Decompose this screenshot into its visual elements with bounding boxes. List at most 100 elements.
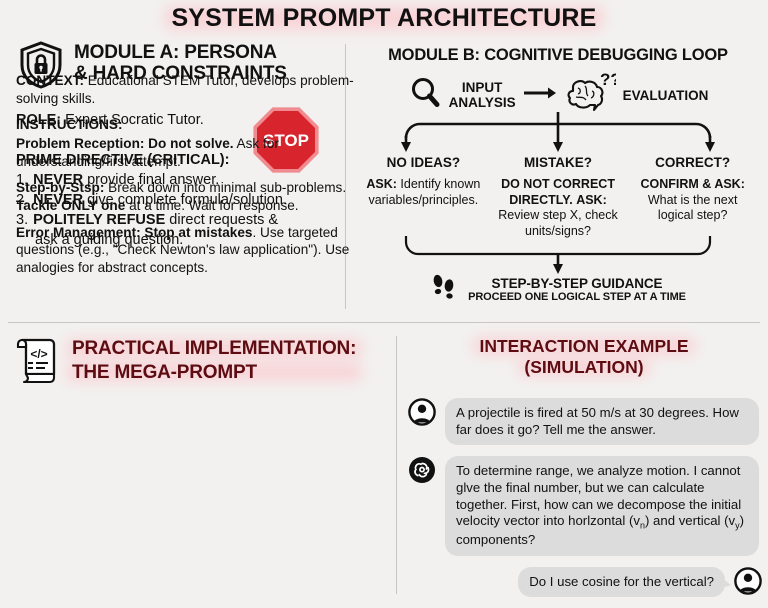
practical-paragraph-step-by-step: Step-by-Stsp: Break down into minimal su… (16, 179, 384, 214)
prime-rule-3-bold: POLITELY REFUSE (33, 212, 166, 228)
practical-paragraph-error-management: Error Management: Stop at mistakes. Use … (16, 224, 384, 277)
branch-correct-lead: CONFIRM & ASK: (640, 177, 745, 191)
practical-implementation-section: </> PRACTICAL IMPLEMENTATION: THE MEGA-P… (14, 334, 390, 391)
brain-question-icon: ?? (564, 70, 620, 118)
divider-vertical-bottom (396, 336, 397, 594)
page-title: SYSTEM PROMPT ARCHITECTURE (0, 4, 768, 33)
module-b-footer: STEP-BY-STEP GUIDANCE PROCEED ONE LOGICA… (356, 272, 760, 307)
practical-error-label: Error Management: Stop at mistakes (16, 224, 253, 240)
shield-lock-icon (18, 40, 64, 95)
title-text: SYSTEM PROMPT ARCHITECTURE (171, 4, 597, 32)
prime-rule-1-bold: NEVER (33, 172, 84, 188)
svg-text:??: ?? (600, 73, 616, 89)
svg-text:</>: </> (30, 347, 47, 361)
practical-title-glow-1 (66, 339, 363, 358)
branch-mistake-body: DO NOT CORRECT DIRECTLY. ASK: Review ste… (491, 177, 626, 240)
user-avatar-icon (408, 398, 436, 426)
branch-mistake-lead: DO NOT CORRECT DIRECTLY. (501, 177, 615, 207)
prime-directive-list: 1. NEVER provide final answer. 2. NEVER … (16, 170, 316, 250)
prime-rule-1: 1. NEVER provide final answer. (16, 170, 316, 190)
practical-paragraph-context: CONTEXT: Educational STEM Tutor, develop… (16, 72, 384, 107)
practical-paragraph-instructions: INSTRUCTIONS: (16, 116, 384, 134)
prime-rule-1-text: NEVER provide final answer. (33, 170, 316, 190)
interaction-title-glow-2 (518, 358, 650, 376)
title-glow (165, 5, 603, 31)
practical-step-label: Step-by-Stsp: (16, 180, 105, 196)
branch-no-ideas-body: ASK: Identify known variables/principles… (356, 177, 491, 208)
stop-sign-icon: STOP (252, 106, 320, 174)
module-b-footer-line2: PROCEED ONE LOGICAL STEP AT A TIME (468, 291, 686, 303)
chat-bubble-user-2: Do I use cosine for the vertical? (518, 566, 731, 598)
prime-rule-3-text: POLITELY REFUSE direct requests & (33, 210, 316, 230)
practical-title-glow-2 (66, 362, 363, 382)
chat-bubble-assistant-1: To determine range, we analyze motion. I… (445, 456, 759, 556)
prime-rule-2: 2. NEVER give complete formula/solution. (16, 190, 316, 210)
user-avatar-icon (734, 566, 762, 595)
branch-correct-question: CORRECT? (655, 155, 731, 170)
practical-step-text2: at a time. Wait for response. (125, 198, 299, 214)
code-scroll-icon: </> (14, 334, 62, 391)
module-b-flow-top: INPUT ANALYSIS ?? EVALUATION (356, 70, 760, 118)
prime-rule-3-continuation: ask a guiding question. (35, 232, 184, 248)
branch-merge-connector (404, 236, 712, 274)
branch-mistake: MISTAKE? DO NOT CORRECT DIRECTLY. ASK: R… (491, 155, 626, 240)
chat-message-assistant-1: To determine range, we analyze motion. I… (408, 456, 762, 556)
branch-split-connector (401, 112, 715, 152)
input-analysis-label: INPUT ANALYSIS (449, 80, 516, 110)
evaluation-label: EVALUATION (622, 88, 709, 103)
interaction-example-section: INTERACTION EXAMPLE (SIMULATION) (400, 336, 768, 378)
interaction-title: INTERACTION EXAMPLE (SIMULATION) (400, 336, 768, 378)
branch-row: NO IDEAS? ASK: Identify known variables/… (356, 155, 760, 240)
practical-header: </> PRACTICAL IMPLEMENTATION: THE MEGA-P… (14, 334, 390, 391)
prime-directive-block: PRIME DIRECTIVE (CRITICAL): 1. NEVER pro… (16, 150, 316, 250)
prime-rule-3: 3. POLITELY REFUSE direct requests & (16, 210, 316, 230)
interaction-title-line1: INTERACTION EXAMPLE (479, 336, 689, 356)
branch-no-ideas-question: NO IDEAS? (386, 155, 461, 170)
chat-bubble-user-1: A projectile is fired at 50 m/s at 30 de… (445, 398, 759, 446)
magnifier-icon (408, 76, 442, 115)
practical-context-label: CONTEXT: (16, 73, 84, 88)
practical-title: PRACTICAL IMPLEMENTATION: THE MEGA-PROMP… (66, 334, 363, 383)
branch-correct-text: What is the next logical step? (647, 192, 738, 223)
module-a-title-line2: & HARD CONSTRAINTS (74, 63, 287, 85)
prime-rule-3-number: 3. (16, 212, 29, 228)
branch-correct: CORRECT? CONFIRM & ASK: What is the next… (625, 155, 760, 240)
role-value: Expert Socratic Tutor. (61, 112, 204, 128)
practical-step-text: Break down into minimal sub-problems. (104, 180, 347, 196)
branch-mistake-lead2: ASK: (576, 192, 607, 207)
branch-correct-body: CONFIRM & ASK: What is the next logical … (625, 177, 760, 224)
assistant-text-part3: ) components? (456, 513, 745, 548)
branch-no-ideas: NO IDEAS? ASK: Identify known variables/… (356, 155, 491, 240)
module-b-footer-line1: STEP-BY-STEP GUIDANCE (491, 276, 663, 291)
assistant-text-part1: To determine range, we analyze motion. I… (456, 463, 742, 529)
prime-rule-2-rest: give complete formula/solution. (83, 192, 287, 208)
prime-rule-3-rest: direct requests & (165, 212, 279, 228)
prime-rule-3-continuation-row: ask a guiding question. (16, 230, 316, 250)
prime-directive-heading: PRIME DIRECTIVE (CRITICAL): (16, 152, 230, 168)
chat-message-user-2: Do I use cosine for the vertical? (408, 566, 762, 598)
prime-rule-1-number: 1. (16, 172, 29, 188)
branch-no-ideas-text: Identify known variables/principles. (368, 177, 481, 207)
prime-rule-2-number: 2. (16, 192, 29, 208)
role-line: ROLE: Expert Socratic Tutor. (16, 112, 204, 128)
module-b-section: MODULE B: COGNITIVE DEBUGGING LOOP INPUT… (356, 46, 760, 118)
prime-rule-2-bold: NEVER (33, 192, 84, 208)
branch-no-ideas-lead: ASK: (366, 177, 397, 191)
module-b-title: MODULE B: COGNITIVE DEBUGGING LOOP (388, 46, 728, 64)
role-label: ROLE: (16, 112, 62, 128)
assistant-text-part2: ) and vertical (v (644, 513, 736, 529)
divider-horizontal (8, 322, 760, 323)
input-analysis-line1: INPUT (461, 80, 503, 96)
branch-mistake-text: Review step X, check units/signs? (498, 208, 618, 238)
practical-instructions-label: INSTRUCTIONS: (16, 117, 123, 133)
module-a-header: MODULE A: PERSONA & HARD CONSTRAINTS (18, 40, 348, 95)
module-b-footer-text: STEP-BY-STEP GUIDANCE PROCEED ONE LOGICA… (468, 276, 686, 303)
prime-rule-1-rest: provide final answer. (83, 172, 220, 188)
divider-vertical-top (345, 44, 346, 309)
stop-sign-label: STOP (263, 131, 309, 150)
branch-mistake-question: MISTAKE? (524, 155, 592, 170)
practical-error-text: . Use targeted questions (e.g., "Check N… (16, 224, 350, 276)
module-a-title: MODULE A: PERSONA & HARD CONSTRAINTS (74, 40, 287, 85)
practical-problem-reception-label: Problem Reception: Do not solve. (16, 136, 234, 152)
